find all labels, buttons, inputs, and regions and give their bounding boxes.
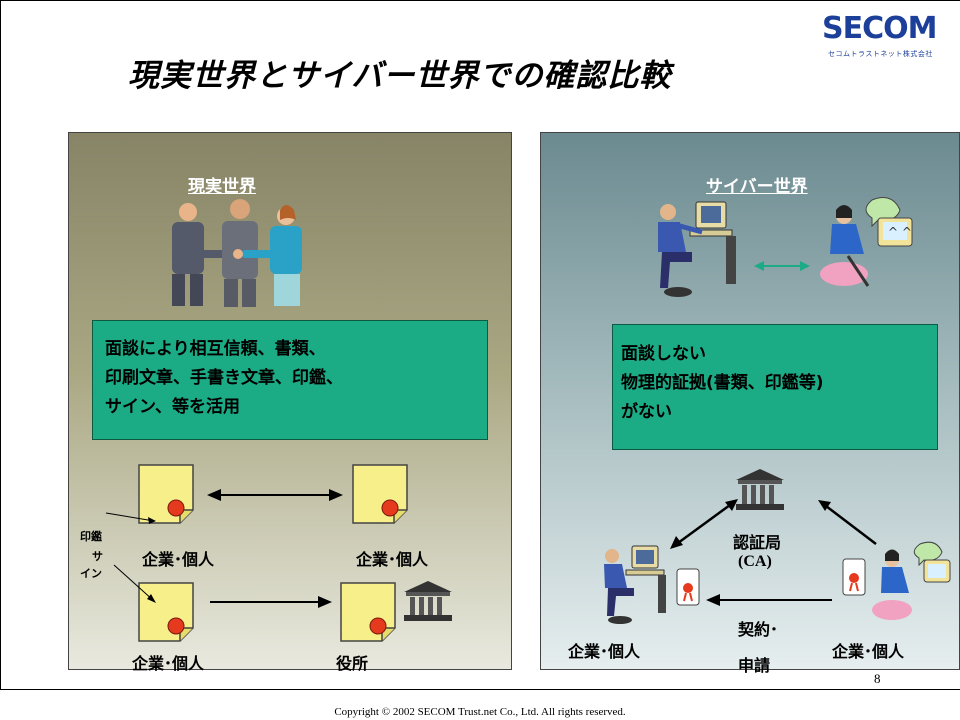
real-world-summary-line: サイン、等を活用 — [105, 397, 240, 417]
sign-label-part1: サ — [92, 550, 103, 563]
party-label: 企業･個人 — [832, 642, 905, 661]
ca-arrow-left — [670, 499, 738, 549]
stamp-pointer-line — [105, 512, 156, 603]
contract-label: 申請 — [738, 656, 771, 675]
party-label: 企業･個人 — [356, 550, 429, 569]
cyber-world-summary-line: 物理的証拠(書類、印鑑等) — [621, 373, 824, 393]
logo-text: SECOM — [822, 11, 937, 46]
ca-arrow-right — [818, 500, 877, 545]
logo-subtitle: セコムトラストネット株式会社 — [828, 50, 933, 58]
person-at-computer-icon — [604, 545, 666, 624]
party-label: 企業･個人 — [132, 654, 205, 673]
real-world-summary-line: 面談により相互信頼、書類、 — [105, 339, 326, 359]
woman-at-computer-icon — [872, 541, 951, 620]
contract-arrow — [706, 594, 832, 606]
document-icon — [138, 464, 194, 524]
certificate-authority-building-icon — [736, 469, 784, 510]
network-arrow — [754, 261, 810, 271]
cyber-world-heading: サイバー世界 — [706, 177, 808, 197]
frame-top-line — [0, 0, 960, 1]
cyber-world-summary-line: 面談しない — [621, 344, 706, 364]
contract-label: 契約･ — [738, 620, 779, 639]
handshake-people-icon — [172, 199, 302, 307]
real-world-heading: 現実世界 — [188, 177, 256, 197]
ca-abbr-label: (CA) — [738, 553, 772, 570]
ca-label: 認証局 — [733, 533, 782, 552]
office-label: 役所 — [336, 654, 369, 673]
document-icon — [352, 464, 408, 524]
government-building-icon — [404, 581, 452, 621]
frame-bottom-line — [0, 689, 960, 690]
cyber-world-summary-box: 面談しない 物理的証拠(書類、印鑑等) がない — [612, 324, 938, 450]
sign-label-part2: イン — [80, 567, 102, 580]
person-at-computer-icon — [658, 201, 736, 297]
svg-text:^ ^: ^ ^ — [888, 225, 912, 239]
stamp-label: 印鑑 — [80, 530, 102, 543]
submit-arrow — [210, 596, 332, 608]
party-label: 企業･個人 — [568, 642, 641, 661]
certificate-document-icon — [676, 568, 700, 606]
secom-logo: SECOM セコムトラストネット株式会社 — [822, 14, 960, 60]
real-world-summary-line: 印刷文章、手書き文章、印鑑、 — [105, 368, 343, 388]
slide-title: 現実世界とサイバー世界での確認比較 — [128, 58, 672, 94]
frame-left-line — [0, 0, 1, 690]
party-label: 企業･個人 — [142, 550, 215, 569]
exchange-arrow — [207, 489, 343, 501]
woman-at-computer-icon: ^ ^ — [820, 197, 913, 287]
copyright-text: Copyright © 2002 SECOM Trust.net Co., Lt… — [334, 706, 626, 718]
page-number: 8 — [874, 671, 881, 686]
real-world-summary-box: 面談により相互信頼、書類、 印刷文章、手書き文章、印鑑、 サイン、等を活用 — [92, 320, 488, 440]
cyber-world-summary-line: がない — [621, 402, 672, 422]
certificate-document-icon — [842, 558, 866, 596]
document-icon — [340, 582, 396, 642]
